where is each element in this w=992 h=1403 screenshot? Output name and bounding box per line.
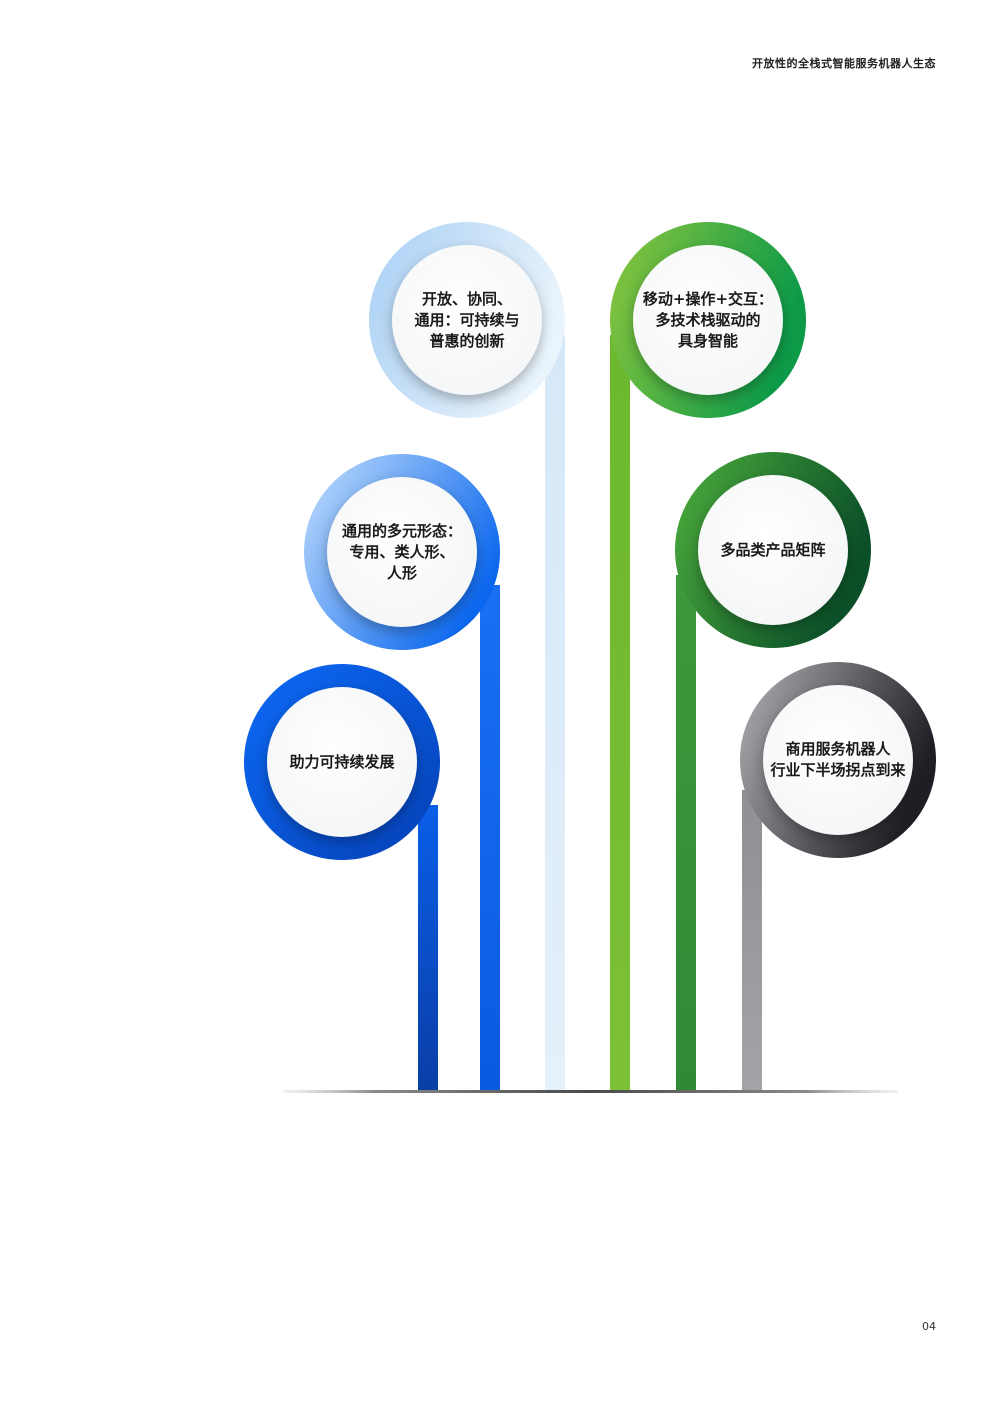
node-product-matrix-label: 多品类产品矩阵 bbox=[720, 540, 826, 559]
node-inflection-point-label: 商用服务机器人 行业下半场拐点到来 bbox=[770, 740, 906, 779]
stem-inflection-point bbox=[742, 790, 762, 1093]
ground-line bbox=[283, 1090, 898, 1093]
header-title: 开放性的全栈式智能服务机器人生态 bbox=[752, 57, 936, 70]
stem-product-matrix bbox=[676, 575, 696, 1093]
node-embodied-ai-ring bbox=[610, 222, 806, 418]
stem-embodied-ai bbox=[610, 335, 630, 1093]
node-product-matrix-ring bbox=[675, 452, 871, 648]
node-general-forms-ring bbox=[304, 454, 500, 650]
stem-open-innovation bbox=[545, 335, 565, 1093]
stem-general-forms bbox=[480, 585, 500, 1093]
stem-sustainable bbox=[418, 805, 438, 1093]
page-number: 04 bbox=[922, 1320, 936, 1333]
node-open-innovation-ring bbox=[369, 222, 565, 418]
node-embodied-ai-label: 移动+操作+交互： 多技术栈驱动的 具身智能 bbox=[642, 289, 774, 350]
node-open-innovation-label: 开放、协同、 通用：可持续与 普惠的创新 bbox=[414, 289, 520, 350]
node-inflection-point-ring bbox=[740, 662, 936, 858]
node-general-forms-label: 通用的多元形态： 专用、类人形、 人形 bbox=[341, 521, 462, 582]
node-sustainable-label: 助力可持续发展 bbox=[289, 752, 395, 771]
node-sustainable-ring bbox=[244, 664, 440, 860]
